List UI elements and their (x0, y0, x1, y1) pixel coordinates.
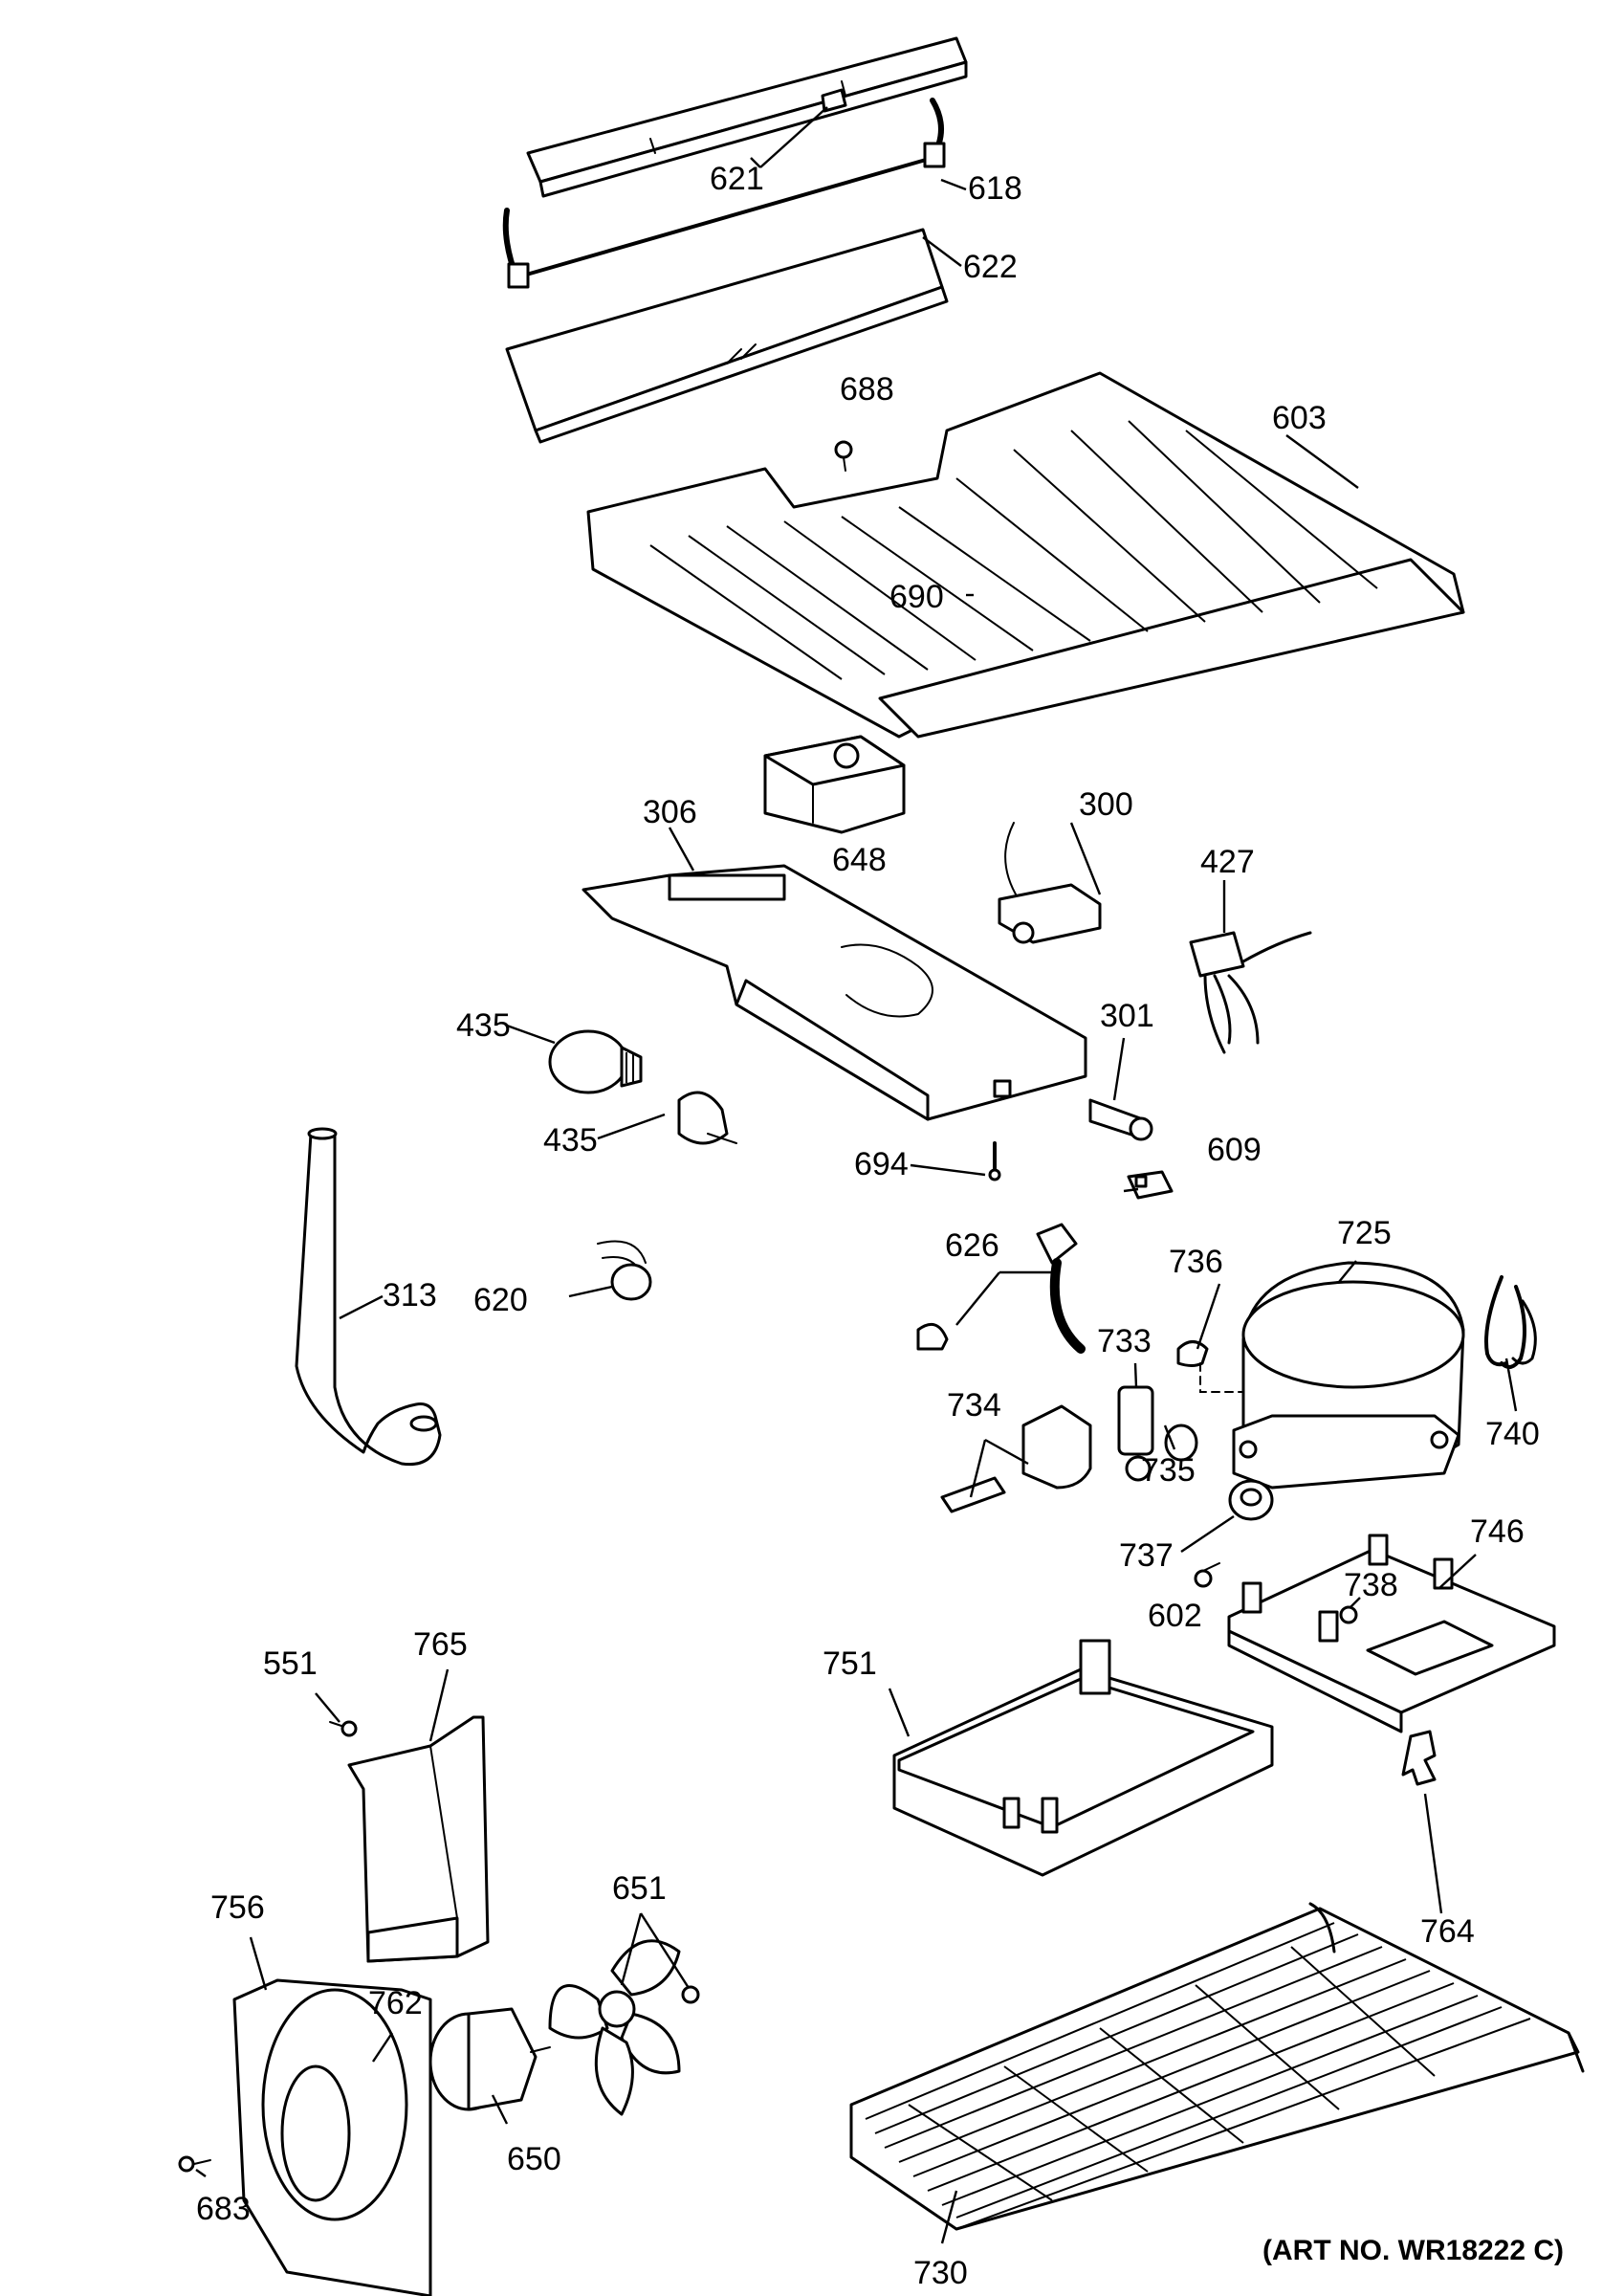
callout-683: 683 (196, 2191, 251, 2227)
callout-620: 620 (473, 1282, 528, 1318)
part-618-wire (502, 98, 946, 289)
callout-603: 603 (1272, 400, 1327, 436)
part-683-screw (178, 2155, 211, 2173)
part-306-housing (582, 864, 1087, 1121)
part-737-grommet (1228, 1479, 1274, 1521)
part-730-condenser (849, 1902, 1585, 2231)
callout-618: 618 (968, 170, 1022, 207)
art-number: (ART NO. WR18222 C) (1262, 2235, 1564, 2266)
part-313-drain-tube (295, 1127, 442, 1467)
callout-740: 740 (1485, 1416, 1540, 1452)
part-740-clip (1484, 1275, 1537, 1369)
part-602-screw (1194, 1562, 1220, 1588)
callout-736: 736 (1169, 1244, 1223, 1280)
callout-738: 738 (1344, 1567, 1398, 1603)
part-688-screw (834, 440, 853, 472)
callout-688: 688 (840, 371, 894, 408)
callout-735: 735 (1141, 1452, 1196, 1489)
callout-301: 301 (1100, 998, 1154, 1034)
callout-435-socket: 435 (543, 1122, 598, 1159)
callout-734: 734 (947, 1387, 1001, 1424)
part-650-motor (428, 2007, 551, 2111)
part-751-drain-pan (892, 1639, 1274, 1877)
part-734-overload (940, 1404, 1092, 1513)
callout-746: 746 (1470, 1513, 1525, 1550)
part-622-tray (505, 228, 949, 444)
callout-725: 725 (1337, 1215, 1392, 1251)
part-651-nut (681, 1985, 700, 2004)
callout-765: 765 (413, 1626, 468, 1663)
callout-427: 427 (1200, 844, 1255, 880)
callout-602: 602 (1148, 1598, 1202, 1634)
part-733-relay (1117, 1385, 1154, 1482)
callout-737: 737 (1119, 1537, 1174, 1574)
part-435-bulb (548, 1029, 643, 1094)
callout-690: 690 (889, 579, 944, 615)
callout-300: 300 (1079, 786, 1133, 823)
callout-733: 733 (1097, 1323, 1152, 1359)
part-756-shroud (232, 1978, 432, 2296)
part-609-switch (1127, 1170, 1174, 1200)
callout-313: 313 (383, 1277, 437, 1314)
part-427-connector (1189, 931, 1312, 1054)
leader-lines (195, 106, 1518, 2244)
part-300-thermostat (998, 822, 1102, 944)
callout-622: 622 (963, 249, 1018, 285)
part-765-baffle (347, 1715, 490, 1963)
callout-labels: 621 618 622 688 603 690 306 648 300 427 … (196, 161, 1540, 2291)
callout-762: 762 (368, 1985, 423, 2021)
part-301-thermistor (1088, 1098, 1153, 1141)
callout-764: 764 (1420, 1913, 1475, 1950)
part-764-clip (1401, 1730, 1437, 1786)
callout-751: 751 (823, 1645, 877, 1682)
part-648-timer (763, 735, 906, 834)
part-746-base-plate (1227, 1534, 1556, 1733)
callout-730: 730 (913, 2255, 968, 2291)
callout-626: 626 (945, 1227, 999, 1264)
part-735-capacitor (1164, 1424, 1198, 1462)
part-621-cover (526, 36, 968, 198)
callout-650: 650 (507, 2141, 561, 2177)
callout-648: 648 (832, 842, 887, 878)
part-551-screw (329, 1720, 358, 1737)
part-694-screw (988, 1141, 1001, 1181)
callout-306: 306 (643, 794, 697, 830)
callout-651: 651 (612, 1870, 667, 1907)
callout-435-bulb: 435 (456, 1007, 511, 1044)
part-736-cover (1176, 1340, 1244, 1393)
part-620-plug (597, 1240, 652, 1301)
part-435-socket (677, 1091, 737, 1145)
part-603-panel (586, 371, 1465, 739)
callout-609: 609 (1207, 1132, 1262, 1168)
callout-621: 621 (710, 161, 764, 197)
part-738-grommet (1339, 1605, 1358, 1624)
part-725-compressor (1232, 1261, 1465, 1490)
callout-756: 756 (210, 1889, 265, 1926)
callout-694: 694 (854, 1146, 909, 1182)
callout-551: 551 (263, 1645, 318, 1682)
part-626-cord (916, 1223, 1086, 1354)
part-651-fan-blade (548, 1939, 681, 2116)
